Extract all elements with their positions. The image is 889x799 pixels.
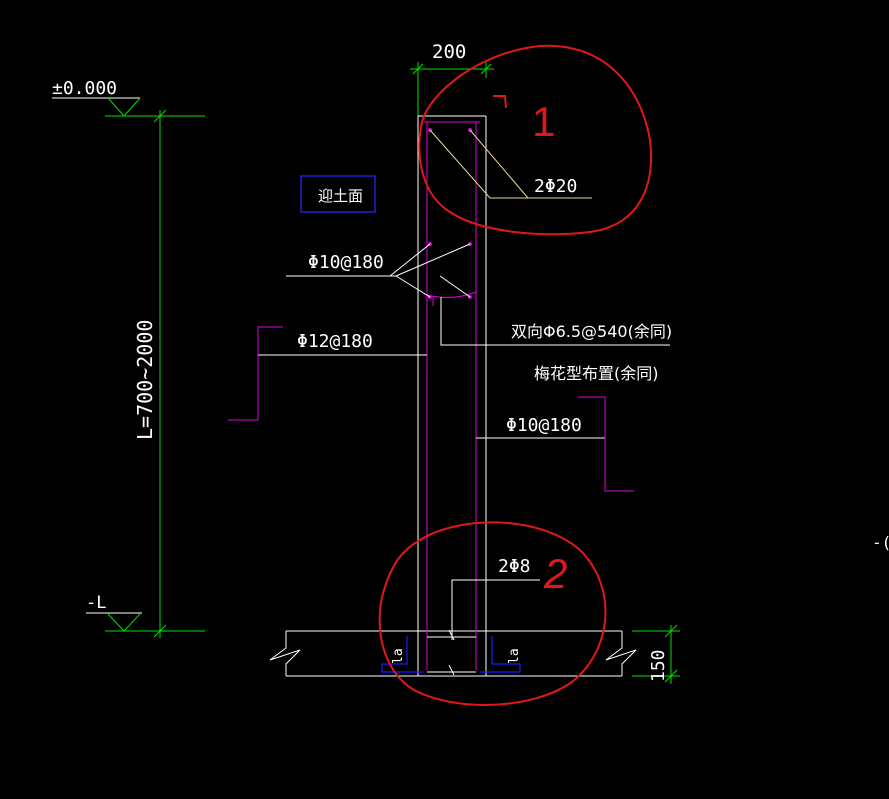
base-height-label: 150 (648, 649, 669, 682)
base-slab (269, 624, 680, 684)
vertical-left-label: Φ12@180 (297, 331, 373, 352)
markup-circle-2 (378, 521, 607, 706)
tie-layout-label: 梅花型布置(余同) (534, 364, 659, 383)
anchor-left-label: la (391, 648, 406, 664)
anchorage-hooks (381, 636, 521, 673)
rebar-cage (423, 121, 480, 676)
top-bars-label: 2Φ20 (534, 176, 577, 197)
width-dimension (410, 62, 494, 118)
length-range-label: L=700~2000 (133, 320, 157, 440)
anchor-right-label: la (507, 648, 522, 664)
tie-bars-label: 双向Φ6.5@540(余同) (511, 322, 672, 341)
edge-text: -( (872, 533, 889, 552)
width-dimension-label: 200 (432, 41, 466, 63)
markup-label-2: 2 (543, 550, 567, 597)
elevation-top-label: ±0.000 (52, 78, 117, 99)
stirrup-left-label: Φ10@180 (308, 252, 384, 273)
leader-lines (228, 129, 670, 640)
wall-outline (417, 115, 487, 676)
markup-circle-1 (418, 44, 652, 236)
elevation-dimension (52, 97, 205, 638)
markup-label-1: 1 (532, 98, 555, 145)
markup-annotations (378, 44, 652, 706)
bottom-bars-label: 2Φ8 (498, 556, 531, 577)
backfill-face-label: 迎土面 (318, 187, 363, 205)
vertical-right-label: Φ10@180 (506, 415, 582, 436)
elevation-bottom-label: -L (86, 593, 106, 613)
backfill-face-box (300, 175, 376, 213)
